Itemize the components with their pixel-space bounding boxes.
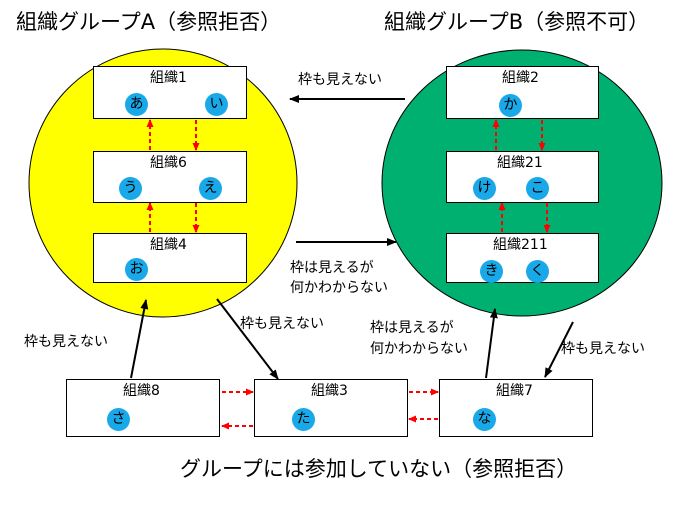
member-badge: お	[125, 258, 148, 281]
org-name: 組織1	[150, 70, 187, 86]
member-badge: く	[526, 260, 549, 283]
org-box-org1: 組織1 あ い	[93, 66, 247, 119]
member-badge: き	[480, 260, 503, 283]
member-badge: か	[499, 94, 522, 117]
member-badge: あ	[125, 93, 148, 116]
arrow-org8-to-a	[130, 299, 149, 379]
org-name: 組織211	[493, 237, 548, 253]
label-a-to-b-line1: 枠は見えるが	[290, 260, 374, 276]
org-box-org211: 組織211 き く	[446, 233, 599, 283]
label-org7-to-b-line1: 枠は見えるが	[370, 320, 454, 336]
label-b-to-org7: 枠も見えない	[561, 341, 645, 357]
arrow-org7-to-b	[485, 308, 498, 379]
arrow-a-to-org3	[216, 298, 279, 380]
org-name: 組織6	[150, 155, 187, 171]
label-org8-to-a: 枠も見えない	[24, 334, 108, 350]
label-org7-to-b-line2: 何かわからない	[370, 341, 468, 357]
member-badge: え	[199, 177, 222, 200]
org-name: 組織2	[502, 70, 539, 86]
org-name: 組織4	[150, 237, 187, 253]
ungrouped-title: グループには参加していない（参照拒否）	[180, 457, 578, 481]
org-name: 組織21	[497, 155, 543, 171]
org-box-org2: 組織2 か	[446, 66, 599, 119]
arrow-b-to-org7	[544, 321, 574, 378]
member-badge: た	[292, 408, 315, 431]
org-box-org7: 組織7 な	[439, 379, 593, 437]
member-badge: い	[205, 93, 228, 116]
member-badge: さ	[107, 408, 130, 431]
group-b-title: 組織グループB（参照不可）	[384, 10, 650, 34]
group-a-title: 組織グループA（参照拒否）	[16, 10, 282, 34]
org-box-org8: 組織8 さ	[66, 379, 220, 437]
org-box-org3: 組織3 た	[254, 379, 408, 437]
org-box-org4: 組織4 お	[93, 233, 247, 283]
member-badge: う	[119, 177, 142, 200]
org-name: 組織7	[496, 383, 533, 399]
label-a-to-b-line2: 何かわからない	[290, 280, 388, 296]
org-box-org6: 組織6 う え	[93, 151, 247, 203]
org-box-org21: 組織21 け こ	[446, 151, 599, 203]
label-b-to-a: 枠も見えない	[298, 72, 382, 88]
label-a-to-org3: 枠も見えない	[240, 316, 324, 332]
member-badge: な	[473, 408, 496, 431]
member-badge: こ	[526, 177, 549, 200]
org-name: 組織3	[311, 383, 348, 399]
org-name: 組織8	[123, 383, 160, 399]
member-badge: け	[473, 177, 496, 200]
